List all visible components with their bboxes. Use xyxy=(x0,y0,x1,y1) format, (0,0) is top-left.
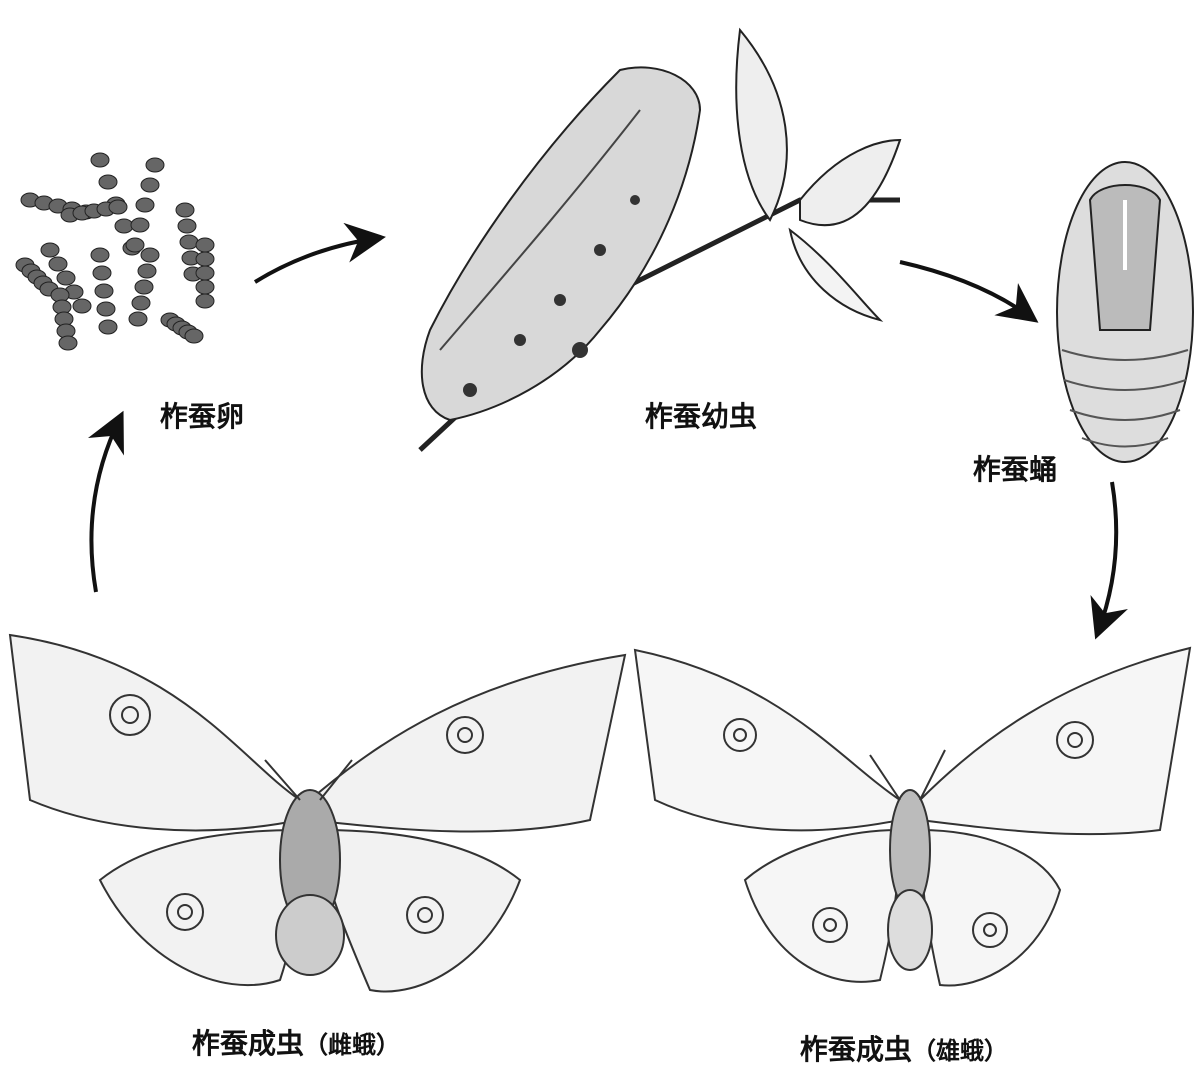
arrow-larva-to-pupa xyxy=(899,260,1039,323)
egg xyxy=(135,197,155,213)
egg xyxy=(128,311,148,327)
egg xyxy=(195,279,215,295)
egg xyxy=(184,328,204,344)
egg xyxy=(177,218,197,234)
egg xyxy=(175,202,195,218)
arrow-female-to-egg xyxy=(88,410,124,593)
male-adult-note: （雄蛾） xyxy=(912,1036,1009,1065)
egg xyxy=(48,256,68,272)
egg xyxy=(131,295,151,311)
egg xyxy=(114,218,134,234)
egg xyxy=(125,237,145,253)
egg xyxy=(96,301,116,317)
pupa-label: 柞蚕蛹 xyxy=(973,453,1058,486)
egg xyxy=(134,279,154,295)
egg-cluster-illustration xyxy=(15,152,215,351)
egg xyxy=(195,251,215,267)
arrow-egg-to-larva xyxy=(253,222,386,284)
egg-label: 柞蚕卵 xyxy=(160,400,245,433)
egg xyxy=(195,293,215,309)
egg xyxy=(108,199,128,215)
male-moth-illustration xyxy=(633,646,1192,987)
egg xyxy=(145,157,165,173)
egg xyxy=(94,283,114,299)
egg xyxy=(56,270,76,286)
egg xyxy=(72,298,92,314)
female-adult-note: （雌蛾） xyxy=(304,1030,401,1059)
egg xyxy=(98,174,118,190)
female-adult-label: 柞蚕成虫（雌蛾） xyxy=(192,1022,400,1062)
egg xyxy=(92,265,112,281)
egg xyxy=(40,242,60,258)
arrow-pupa-to-male xyxy=(1090,481,1128,640)
female-moth-illustration xyxy=(8,633,627,993)
egg xyxy=(98,319,118,335)
pupa-illustration xyxy=(1056,161,1194,463)
male-adult-label: 柞蚕成虫（雄蛾） xyxy=(800,1028,1008,1068)
egg xyxy=(137,263,157,279)
egg xyxy=(140,177,160,193)
egg xyxy=(90,247,110,263)
egg xyxy=(130,217,150,233)
egg xyxy=(179,234,199,250)
egg xyxy=(140,247,160,263)
female-adult-name: 柞蚕成虫 xyxy=(192,1027,305,1060)
egg xyxy=(58,335,78,351)
male-adult-name: 柞蚕成虫 xyxy=(800,1033,913,1066)
larva-illustration xyxy=(418,27,902,452)
egg xyxy=(195,265,215,281)
egg xyxy=(195,237,215,253)
egg xyxy=(90,152,110,168)
larva-label: 柞蚕幼虫 xyxy=(645,400,758,433)
